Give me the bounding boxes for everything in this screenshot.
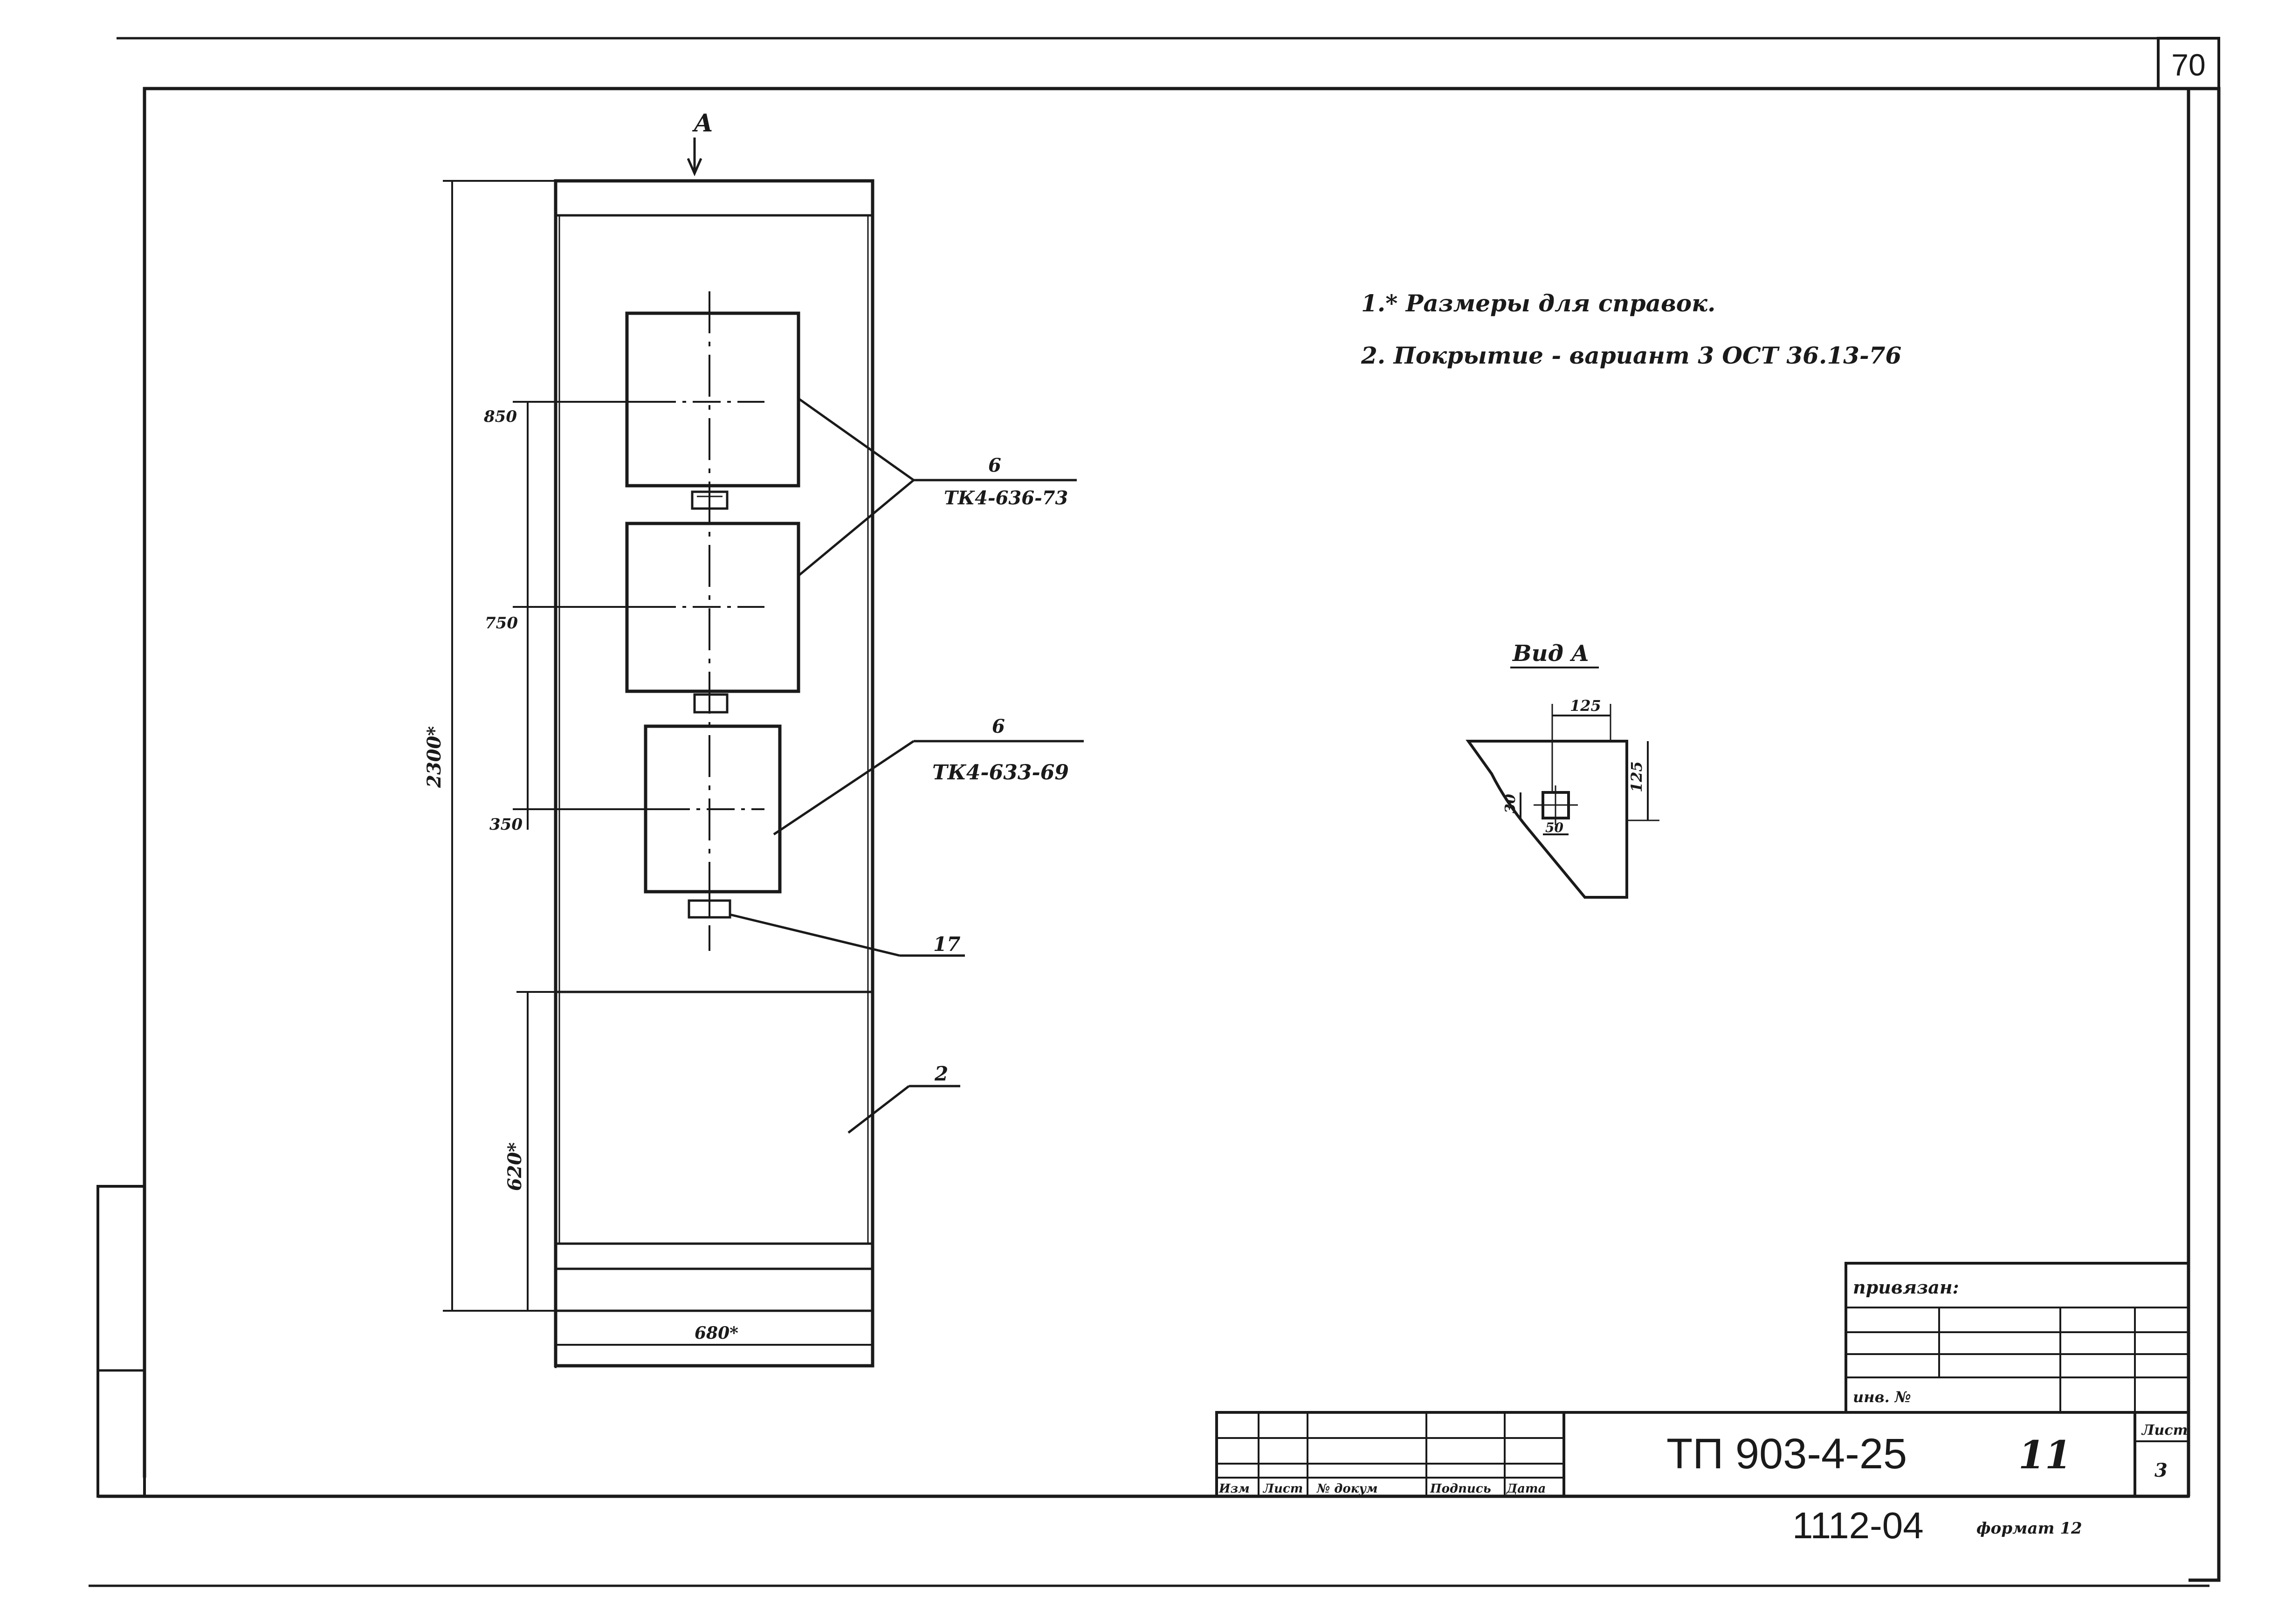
leader-small bbox=[730, 913, 900, 957]
leader-upper-b bbox=[798, 479, 915, 577]
revision-table bbox=[1215, 1411, 1565, 1498]
main-frame bbox=[143, 87, 2221, 1582]
note-2: 2. Покрытие - вариант 3 ОСТ 36.13-76 bbox=[1361, 342, 1901, 369]
dim-level-middle: 750 bbox=[485, 614, 518, 633]
view-a-outline bbox=[1466, 740, 1628, 899]
inv-no-label: инв. № bbox=[1853, 1388, 1911, 1406]
dim-level-upper: 850 bbox=[483, 407, 517, 426]
dimensions: 2300* 850 750 350 620* 680* bbox=[423, 180, 874, 1368]
leader-door bbox=[847, 1085, 910, 1134]
dim-level-lower: 350 bbox=[489, 815, 523, 834]
callout-upper-pos: 6 bbox=[988, 454, 1001, 476]
rev-header-izm: Изм bbox=[1218, 1482, 1250, 1496]
callout-door-pos: 2 bbox=[934, 1062, 948, 1085]
sheet-mark: 11 bbox=[2018, 1433, 2072, 1478]
view-a-title: Вид А bbox=[1512, 640, 1590, 667]
view-arrow-head bbox=[687, 158, 702, 177]
rev-header-doc: № докум bbox=[1316, 1482, 1378, 1496]
rev-header-list: Лист bbox=[1262, 1482, 1303, 1496]
sheet-cell bbox=[2134, 1411, 2190, 1498]
designation: ТП 903-4-25 bbox=[1666, 1430, 1907, 1478]
label-plate-upper bbox=[691, 490, 729, 510]
sheet-value: 3 bbox=[2154, 1459, 2168, 1481]
sheet-number-box bbox=[2157, 37, 2220, 90]
notes: 1.* Размеры для справок. 2. Покрытие - в… bbox=[1361, 289, 1901, 369]
privyazan-label: привязан: bbox=[1853, 1277, 1959, 1298]
view-marker: А bbox=[692, 109, 713, 138]
dim-width: 680* bbox=[695, 1323, 738, 1343]
callout-small-pos: 17 bbox=[933, 933, 960, 956]
sheet-label: Лист bbox=[2141, 1422, 2188, 1438]
note-1: 1.* Размеры для справок. bbox=[1361, 289, 1715, 317]
cabinet-front-view: А bbox=[554, 109, 874, 1368]
callout-upper-ref: ТК4-636-73 bbox=[944, 487, 1068, 509]
view-a-dim-right-value: 125 bbox=[1628, 761, 1645, 792]
format-label: формат 12 bbox=[1976, 1519, 2082, 1538]
sub-number: 1112-04 bbox=[1792, 1505, 1924, 1546]
cabinet-outline bbox=[554, 179, 874, 1368]
rev-header-sign: Подпись bbox=[1430, 1482, 1491, 1496]
leader-lower bbox=[773, 740, 915, 836]
dim-lower-height: 620* bbox=[504, 1142, 526, 1191]
leader-upper-a bbox=[798, 397, 915, 482]
sheet-number: 70 bbox=[2171, 48, 2205, 82]
rev-header-date: Дата bbox=[1506, 1482, 1546, 1496]
dim-overall-height: 2300* bbox=[423, 726, 445, 788]
title-block: привязан: инв. № Изм Лист № докум Подпис… bbox=[1215, 1262, 2190, 1546]
callouts: 6 ТК4-636-73 6 ТК4-633-69 17 2 bbox=[730, 397, 1084, 1134]
instrument-upper bbox=[625, 311, 800, 488]
callout-lower-ref: ТК4-633-69 bbox=[932, 761, 1069, 784]
callout-lower-pos: 6 bbox=[992, 716, 1005, 737]
view-a-dim-left-value: 30 bbox=[1502, 794, 1519, 813]
binding-strip bbox=[96, 1185, 146, 1498]
view-a-dim-top-value: 125 bbox=[1570, 697, 1601, 715]
view-a-dim-bottom-value: 50 bbox=[1545, 820, 1563, 835]
view-a-detail: Вид А 125 125 30 50 bbox=[1466, 640, 1659, 899]
label-plate-middle bbox=[693, 693, 729, 714]
